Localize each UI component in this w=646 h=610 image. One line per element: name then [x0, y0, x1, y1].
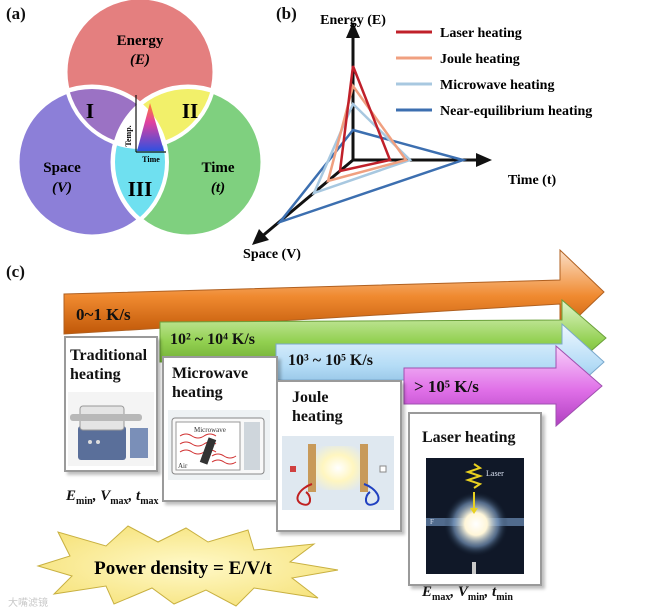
space-axis-label: Space (V) — [243, 247, 301, 262]
footnote-traditional: Emin, Vmax, tmax — [66, 488, 159, 507]
power-density-burst: Power density = E/V/t — [36, 525, 339, 607]
energy-axis-label: Energy (E) — [320, 13, 386, 28]
card-traditional-heating: Traditional heating — [64, 336, 158, 472]
temperature-peak — [137, 103, 164, 151]
energy-label: Energy — [117, 33, 164, 49]
card-microwave-title-2: heating — [172, 384, 223, 401]
card-traditional-title-1: Traditional — [70, 347, 148, 364]
region-III-label: III — [128, 177, 153, 201]
card-laser-title: Laser heating — [422, 429, 516, 446]
rate-arrow-orange — [63, 248, 605, 336]
time-axis-arrow — [476, 153, 492, 167]
card-traditional-title-2: heating — [70, 366, 121, 383]
card-microwave-heating: Microwave heating Microwave Air — [162, 356, 278, 502]
joule-heater-image — [282, 436, 394, 510]
rate-arrow-pink — [403, 344, 603, 428]
rate-label-2: 10³ ~ 10⁵ K/s — [288, 352, 374, 369]
laser-triangle — [338, 65, 392, 173]
legend-laser: Laser heating — [440, 26, 522, 41]
triaxial-plot: Energy (E) Time (t) Space (V) Laser heat… — [243, 13, 592, 262]
tube-furnace-image — [68, 392, 154, 466]
joule-triangle — [326, 83, 409, 183]
card-joule-title-2: heating — [292, 408, 343, 425]
laser-image: Laser F — [426, 458, 524, 574]
space-label: Space — [43, 160, 81, 176]
inset-ylabel: Temp. — [124, 125, 133, 146]
time-label: Time — [201, 160, 234, 176]
laser-label: Laser — [486, 469, 504, 478]
rate-label-0: 0~1 K/s — [76, 305, 131, 324]
venn-diagram: Energy (E) Space (V) Time (t) I II III T… — [14, 0, 266, 240]
panel-a-label: (a) — [6, 4, 26, 23]
region-I-label: I — [86, 99, 94, 123]
microwave-device-label: Microwave — [194, 426, 226, 434]
energy-axis-arrow — [346, 22, 360, 38]
inset-temperature-plot — [135, 95, 166, 153]
burst-shape — [36, 525, 339, 607]
inset-xlabel: Time — [142, 155, 160, 164]
legend-microwave: Microwave heating — [440, 78, 554, 93]
card-joule-heating: Joule heating — [276, 380, 402, 532]
laser-f-marker: F — [430, 518, 434, 526]
power-density-label: Power density = E/V/t — [94, 558, 272, 579]
card-joule-title-1: Joule — [292, 389, 329, 406]
time-axis-label: Time (t) — [508, 173, 557, 188]
panel-b-label: (b) — [276, 4, 297, 23]
microwave-oven-image: Microwave Air — [168, 410, 270, 480]
time-symbol: (t) — [211, 180, 225, 196]
rate-label-3: > 10⁵ K/s — [414, 377, 479, 396]
card-laser-heating: Laser heating Laser F — [408, 412, 542, 586]
microwave-triangle — [311, 101, 413, 196]
space-symbol: (V) — [52, 180, 72, 196]
rate-label-1: 10² ~ 10⁴ K/s — [170, 331, 256, 348]
panel-c-label: (c) — [6, 262, 25, 281]
microwave-air-label: Air — [178, 462, 188, 470]
near-equilibrium-triangle — [276, 128, 468, 225]
region-II-label: II — [182, 99, 198, 123]
legend: Laser heating Joule heating Microwave he… — [396, 26, 592, 119]
space-axis-arrow — [252, 229, 269, 245]
watermark: 大嘴滤镜 — [8, 598, 48, 609]
card-microwave-title-1: Microwave — [172, 365, 249, 382]
energy-symbol: (E) — [130, 52, 150, 68]
legend-near-equilibrium: Near-equilibrium heating — [440, 104, 592, 119]
footnote-laser: Emax, Vmin, tmin — [422, 584, 513, 603]
legend-joule: Joule heating — [440, 52, 520, 67]
